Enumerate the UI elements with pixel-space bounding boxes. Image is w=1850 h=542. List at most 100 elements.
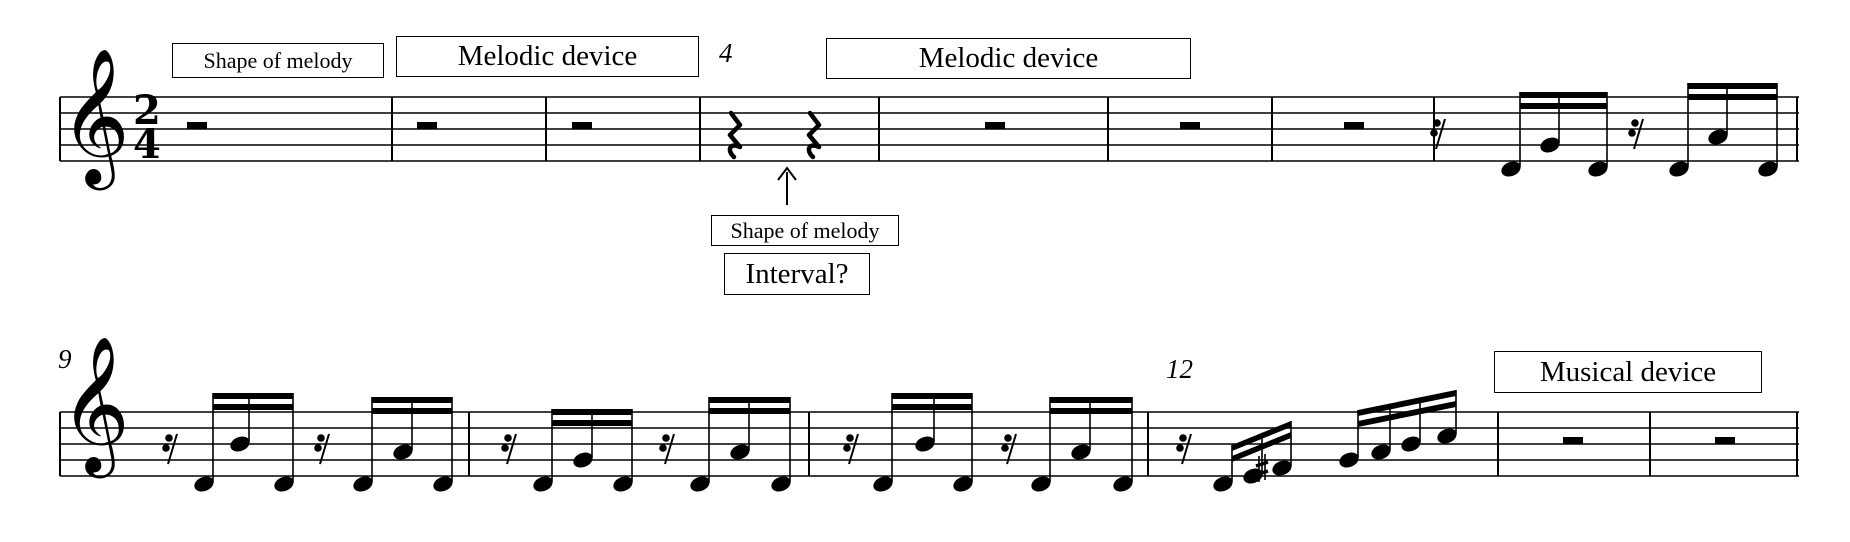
sixteenth-rest-dot — [662, 434, 670, 442]
measure-number-4: 4 — [719, 38, 733, 68]
melodic-device-label-2: Melodic device — [826, 38, 1191, 79]
half-rest — [1180, 122, 1200, 129]
note-head — [1669, 161, 1689, 177]
measure-number-12: 12 — [1166, 354, 1193, 384]
sharp-sign — [1255, 460, 1269, 468]
note-head — [1401, 436, 1421, 452]
half-rest — [985, 122, 1005, 129]
note-head — [1588, 161, 1608, 177]
arrow-up-icon — [777, 166, 797, 205]
beam — [1358, 390, 1456, 416]
sixteenth-rest-dot — [659, 444, 667, 452]
sixteenth-rest — [1633, 118, 1644, 150]
sixteenth-rest-dot — [1004, 434, 1012, 442]
beam — [892, 404, 972, 410]
sixteenth-rest — [1435, 118, 1446, 150]
beam — [1688, 83, 1777, 89]
note-head — [1758, 161, 1778, 177]
quarter-rest — [727, 110, 743, 160]
beam — [1050, 408, 1132, 414]
note-head — [1272, 460, 1292, 476]
beam — [1520, 92, 1607, 98]
note-head — [353, 476, 373, 492]
note-head — [1113, 476, 1133, 492]
sixteenth-rest — [848, 433, 859, 465]
note-head — [1371, 444, 1391, 460]
note-head — [915, 436, 935, 452]
beam — [213, 393, 293, 399]
note-head — [1213, 476, 1233, 492]
sixteenth-rest-dot — [317, 434, 325, 442]
sixteenth-rest — [664, 433, 675, 465]
sixteenth-rest — [506, 433, 517, 465]
note-head — [194, 476, 214, 492]
sixteenth-rest-dot — [504, 434, 512, 442]
note-head — [230, 436, 250, 452]
note-head — [1437, 428, 1457, 444]
interval-label: Interval? — [724, 253, 870, 295]
staff-system-1 — [59, 83, 1799, 177]
time-signature-bottom: 4 — [133, 121, 161, 168]
beam — [213, 404, 293, 410]
quarter-rest — [806, 110, 822, 160]
sixteenth-rest-dot — [314, 444, 322, 452]
treble-clef-icon: 𝄞 — [60, 46, 130, 190]
shape-of-melody-label-bottom: Shape of melody — [711, 215, 899, 246]
beam — [372, 408, 452, 414]
half-rest — [1563, 437, 1583, 444]
beam — [372, 397, 452, 403]
note-head — [613, 476, 633, 492]
shape-of-melody-label-top: Shape of melody — [172, 43, 384, 78]
sixteenth-rest-dot — [1179, 434, 1187, 442]
sixteenth-rest — [1181, 433, 1192, 465]
sixteenth-rest-dot — [1001, 444, 1009, 452]
sixteenth-rest-dot — [1176, 444, 1184, 452]
beam — [709, 408, 790, 414]
note-head — [573, 452, 593, 468]
melodic-device-label-1: Melodic device — [396, 36, 699, 77]
half-rest — [187, 122, 207, 129]
time-signature-top: 2 — [133, 87, 161, 134]
half-rest — [1715, 437, 1735, 444]
sixteenth-rest-dot — [1430, 129, 1438, 137]
sixteenth-rest-dot — [165, 434, 173, 442]
beam — [1358, 401, 1456, 427]
note-head — [1708, 129, 1728, 145]
sixteenth-rest — [167, 433, 178, 465]
sixteenth-rest-dot — [1628, 129, 1636, 137]
beam — [1050, 397, 1132, 403]
sixteenth-rest-dot — [501, 444, 509, 452]
sixteenth-rest-dot — [843, 444, 851, 452]
half-rest — [572, 122, 592, 129]
musical-device-label: Musical device — [1494, 351, 1762, 393]
beam — [1232, 432, 1291, 462]
note-head — [771, 476, 791, 492]
note-head — [1071, 444, 1091, 460]
note-head — [433, 476, 453, 492]
note-head — [873, 476, 893, 492]
beam — [552, 409, 632, 415]
note-head — [1339, 452, 1359, 468]
beam — [1688, 94, 1777, 100]
note-head — [1243, 468, 1263, 484]
note-head — [274, 476, 294, 492]
note-head — [953, 476, 973, 492]
sixteenth-rest-dot — [1631, 119, 1639, 127]
note-head — [690, 476, 710, 492]
beam — [552, 420, 632, 426]
note-head — [533, 476, 553, 492]
arrow-head — [777, 166, 797, 181]
sixteenth-rest-dot — [1433, 119, 1441, 127]
staff-system-2 — [59, 390, 1799, 492]
note-head — [1031, 476, 1051, 492]
sixteenth-rest — [319, 433, 330, 465]
measure-number-9: 9 — [58, 344, 72, 374]
beam — [709, 397, 790, 403]
treble-clef-icon-system-2: 𝄞 — [60, 334, 130, 478]
sixteenth-rest-dot — [162, 444, 170, 452]
sharp-sign — [1255, 469, 1269, 477]
note-head — [1540, 137, 1560, 153]
beam — [1520, 103, 1607, 109]
note-head — [730, 444, 750, 460]
